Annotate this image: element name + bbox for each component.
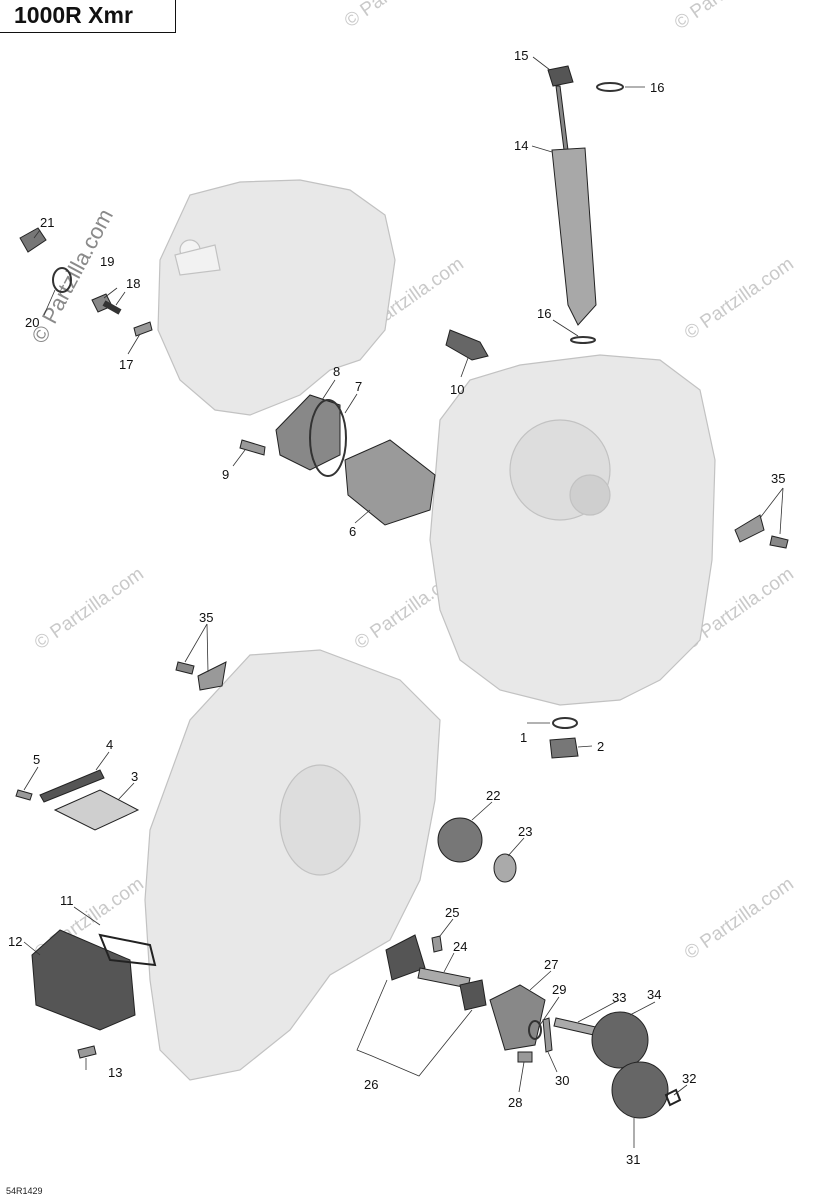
callout-35-right: 35 xyxy=(771,471,785,486)
callout-32: 32 xyxy=(682,1071,696,1086)
bracket-35-right xyxy=(734,514,765,543)
bolt-5 xyxy=(15,789,33,801)
left-crankcase-half xyxy=(144,649,441,1081)
bracket-35-left xyxy=(197,661,227,691)
rotor-26a xyxy=(385,934,426,981)
leader-lines xyxy=(23,56,784,1148)
bolt-35-right xyxy=(769,535,789,549)
callout-15: 15 xyxy=(514,48,528,63)
clip-32 xyxy=(664,1088,682,1107)
oil-filler-tube xyxy=(551,147,597,326)
gasket-11 xyxy=(98,933,157,967)
callout-3: 3 xyxy=(131,769,138,784)
oring-20 xyxy=(52,267,72,293)
callout-16-bottom: 16 xyxy=(537,306,551,321)
bolt-35-left xyxy=(175,661,195,675)
dipstick-cap xyxy=(547,65,574,87)
callouts: 1 2 3 4 5 6 7 8 9 10 11 12 13 14 15 16 1… xyxy=(8,48,785,1167)
oil-filter-6 xyxy=(344,439,436,526)
callout-34: 34 xyxy=(647,987,661,1002)
callout-16-top: 16 xyxy=(650,80,664,95)
callout-26: 26 xyxy=(364,1077,378,1092)
upper-crankcase-cover xyxy=(157,179,396,416)
callout-20: 20 xyxy=(25,315,39,330)
spring-18 xyxy=(102,300,122,315)
bolt-9 xyxy=(239,439,266,456)
bolt-28 xyxy=(517,1051,533,1063)
sensor-10 xyxy=(445,329,489,361)
watermark: © Partzilla.com xyxy=(681,873,798,964)
callout-30: 30 xyxy=(555,1073,569,1088)
callout-8: 8 xyxy=(333,364,340,379)
callout-19: 19 xyxy=(100,254,114,269)
bushing-23 xyxy=(493,853,517,883)
callout-22: 22 xyxy=(486,788,500,803)
callout-4: 4 xyxy=(106,737,113,752)
callout-28: 28 xyxy=(508,1095,522,1110)
gear-31 xyxy=(611,1061,669,1119)
callout-24: 24 xyxy=(453,939,467,954)
callout-25: 25 xyxy=(445,905,459,920)
callout-5: 5 xyxy=(33,752,40,767)
callout-31: 31 xyxy=(626,1152,640,1167)
pin-25 xyxy=(431,935,443,953)
callout-9: 9 xyxy=(222,467,229,482)
callout-17: 17 xyxy=(119,357,133,372)
model-title: 1000R Xmr xyxy=(14,2,133,28)
oring-1 xyxy=(552,717,578,729)
callout-12: 12 xyxy=(8,934,22,949)
bolt-13 xyxy=(77,1045,97,1059)
callout-2: 2 xyxy=(597,739,604,754)
callout-23: 23 xyxy=(518,824,532,839)
oil-filter-cover-8 xyxy=(275,394,341,471)
callout-18: 18 xyxy=(126,276,140,291)
callout-14: 14 xyxy=(514,138,528,153)
callout-6: 6 xyxy=(349,524,356,539)
gasket-3 xyxy=(53,789,140,831)
watermark: © Partzilla.com xyxy=(681,253,798,344)
callout-29: 29 xyxy=(552,982,566,997)
callout-11: 11 xyxy=(60,893,74,908)
callout-33: 33 xyxy=(612,990,626,1005)
pump-cover-27 xyxy=(489,984,546,1051)
gear-22 xyxy=(437,817,483,863)
oring-7 xyxy=(309,399,347,477)
rotor-26b xyxy=(459,979,487,1011)
callout-27: 27 xyxy=(544,957,558,972)
bolt-17 xyxy=(133,321,153,337)
plate-4 xyxy=(39,769,105,803)
right-crankcase-half xyxy=(429,354,716,706)
figure-code: 54R1429 xyxy=(6,1186,43,1196)
washer-29 xyxy=(528,1020,542,1040)
callout-13: 13 xyxy=(108,1065,122,1080)
callout-21: 21 xyxy=(40,215,54,230)
oring-16-top xyxy=(596,82,624,92)
plug-21 xyxy=(19,227,47,253)
plug-2 xyxy=(549,737,579,759)
oring-16-bottom xyxy=(570,336,596,344)
watermark: © Partzilla.com xyxy=(31,563,148,654)
callout-10: 10 xyxy=(450,382,464,397)
pin-30 xyxy=(542,1017,553,1053)
oil-cooler-12 xyxy=(31,929,136,1031)
gear-34 xyxy=(591,1011,649,1069)
watermark: © Partzilla.com xyxy=(341,0,458,32)
parts xyxy=(15,65,789,1119)
callout-35-left: 35 xyxy=(199,610,213,625)
callout-7: 7 xyxy=(355,379,362,394)
dipstick-rod xyxy=(555,85,569,151)
callout-1: 1 xyxy=(520,730,527,745)
title-box: 1000R Xmr xyxy=(0,0,176,33)
watermark: © Partzilla.com xyxy=(671,0,788,34)
